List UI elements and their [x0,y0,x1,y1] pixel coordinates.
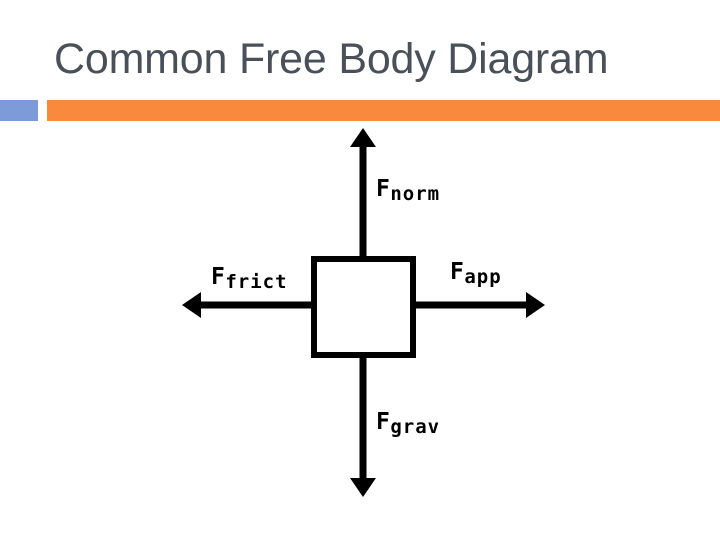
arrow-up-fnorm [350,128,376,260]
force-label-ffrict: Ffrict [211,264,288,292]
force-subscript: grav [390,416,441,438]
object-box [311,256,416,358]
force-label-fnorm: Fnorm [376,176,440,204]
accent-bar-orange [47,100,720,121]
force-subscript: norm [390,183,441,205]
force-label-fapp: Fapp [450,259,502,287]
force-subscript: app [464,266,502,288]
arrow-right-fapp [413,292,545,318]
force-symbol: F [211,264,226,290]
force-symbol: F [376,409,391,435]
force-label-fgrav: Fgrav [376,409,440,437]
accent-bar-blue [0,100,38,121]
arrow-down-fgrav [350,356,376,497]
page-title: Common Free Body Diagram [54,35,609,83]
force-symbol: F [450,259,465,285]
force-symbol: F [376,176,391,202]
force-subscript: frict [225,271,288,293]
arrow-left-ffrict [182,292,314,318]
